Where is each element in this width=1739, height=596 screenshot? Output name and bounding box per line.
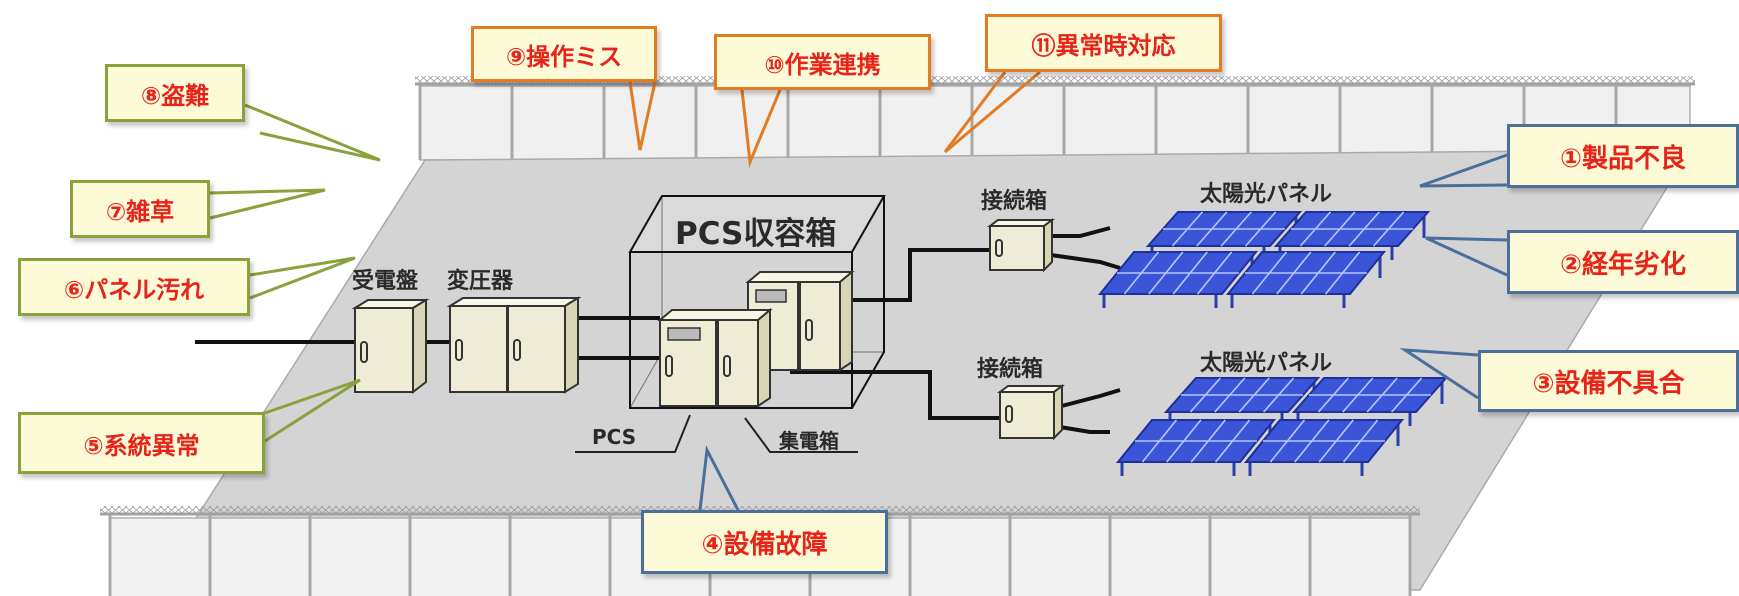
solar-panel-module (1115, 419, 1277, 476)
connection-box-bottom (997, 384, 1065, 441)
solar-panel-module (1163, 377, 1321, 426)
callout-leader-lines (209, 70, 1508, 511)
connection-box-top (987, 218, 1055, 273)
solar-panel-module (1097, 251, 1259, 308)
callout-grid-abnormality: ⑤系統異常 (18, 412, 265, 474)
label-connection-box-bottom: 接続箱 (977, 357, 1044, 382)
callout-incident-response: ⑪異常時対応 (985, 14, 1222, 72)
receiving-panel-cabinet (351, 298, 430, 395)
callout-aging-degradation: ②経年劣化 (1507, 230, 1739, 294)
solar-panel-module (1225, 251, 1387, 308)
transformer-cabinets (446, 296, 582, 394)
callout-theft: ⑧盗難 (105, 64, 245, 122)
callout-equipment-failure: ④設備故障 (641, 510, 888, 574)
solar-panel-module (1273, 211, 1431, 260)
label-solar-panel-bottom: 太陽光パネル (1200, 351, 1333, 376)
label-transformer: 変圧器 (447, 269, 514, 294)
label-solar-panel-top: 太陽光パネル (1200, 182, 1333, 207)
label-pcs: PCS (592, 425, 637, 449)
callout-operation-error: ⑨操作ミス (471, 26, 657, 82)
solar-panel-module (1291, 377, 1449, 426)
solar-panel-module (1243, 419, 1405, 476)
callout-panel-dirt: ⑥パネル汚れ (18, 258, 250, 316)
pcs-unit-front (657, 307, 773, 408)
solar-panel-arrays (1097, 211, 1449, 476)
label-receiving-panel: 受電盤 (352, 269, 419, 294)
wiring (195, 226, 1121, 434)
callout-equipment-malfunction: ③設備不具合 (1478, 350, 1739, 412)
pcs-container-box (628, 195, 886, 409)
label-collector-box: 集電箱 (779, 429, 839, 453)
callout-weeds: ⑦雑草 (70, 180, 210, 238)
back-fence (415, 76, 1695, 161)
label-connection-box-top: 接続箱 (981, 189, 1048, 214)
callout-product-defect: ①製品不良 (1507, 124, 1739, 188)
label-pcs-container: PCS収容箱 (675, 216, 837, 252)
callout-work-coordination: ⑩作業連携 (714, 34, 931, 90)
